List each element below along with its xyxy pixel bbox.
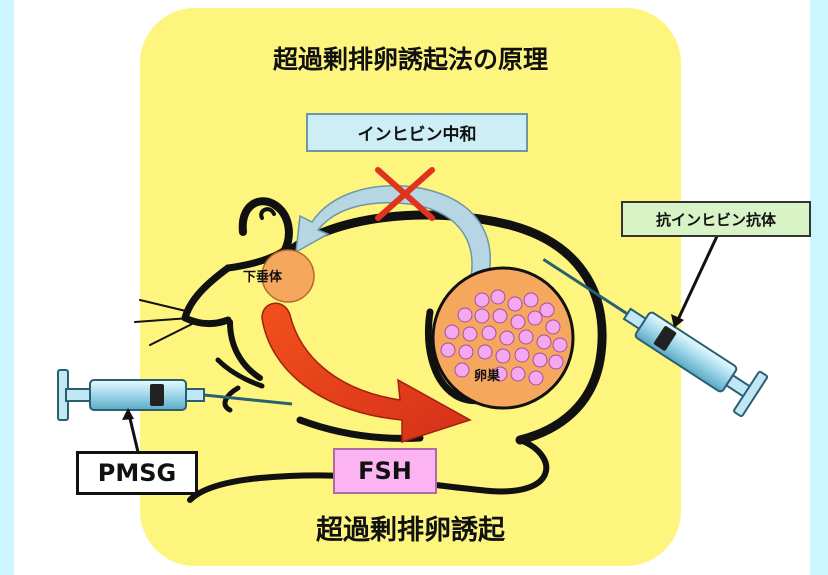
antibody-pointer	[676, 234, 718, 324]
fsh-label: FSH	[333, 448, 437, 494]
pituitary-label: 下垂体	[243, 266, 282, 285]
diagram-title: 超過剰排卵誘起法の原理	[140, 40, 681, 76]
ovary-illustration	[433, 268, 573, 408]
pmsg-label: PMSG	[76, 451, 198, 495]
anti-inhibin-antibody-text: 抗インヒビン抗体	[656, 209, 776, 230]
ovary-label: 卵巣	[474, 365, 500, 384]
inhibin-neutralization-label: インヒビン中和	[306, 113, 528, 152]
fsh-text: FSH	[358, 457, 412, 485]
inhibin-neutralization-text: インヒビン中和	[358, 120, 477, 145]
anti-inhibin-antibody-label: 抗インヒビン抗体	[621, 201, 811, 237]
diagram-caption: 超過剰排卵誘起	[140, 508, 681, 547]
pmsg-text: PMSG	[98, 459, 176, 487]
